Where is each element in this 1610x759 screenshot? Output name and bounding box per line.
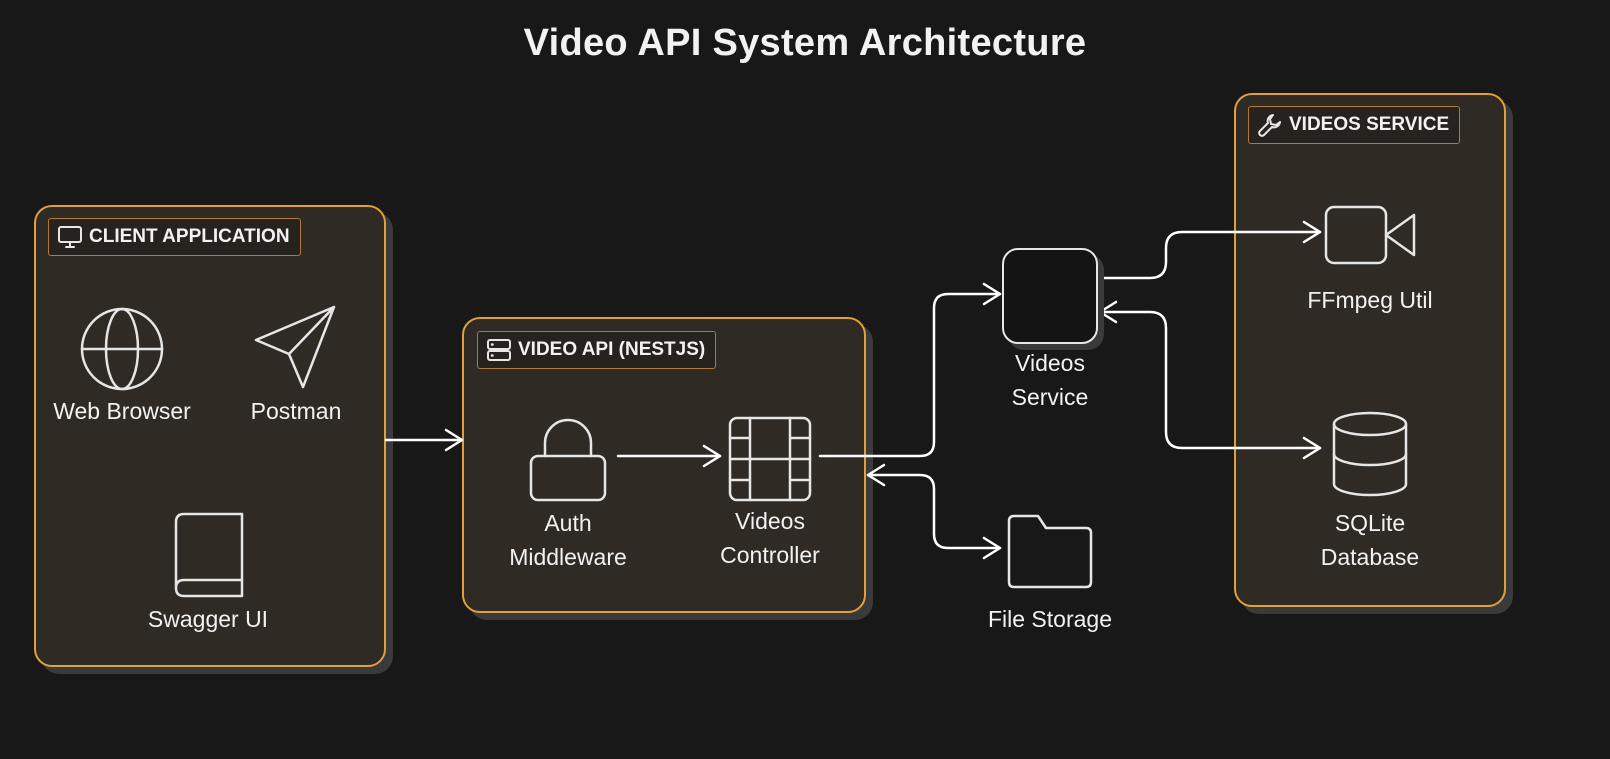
web-browser-node: Web Browser — [40, 304, 204, 428]
auth-middleware-label-1: Auth — [544, 510, 592, 536]
videos-service-label-text: VIDEOS SERVICE — [1289, 114, 1450, 135]
globe-icon — [80, 307, 164, 391]
videos-service-label-1: Videos — [1015, 350, 1085, 376]
swagger-ui-label: Swagger UI — [147, 606, 269, 632]
client-application-group-label: CLIENT APPLICATION — [48, 218, 301, 256]
postman-label: Postman — [250, 398, 342, 424]
auth-middleware-node: Auth Middleware — [498, 414, 638, 574]
web-browser-label: Web Browser — [53, 398, 191, 424]
postman-node: Postman — [226, 304, 366, 428]
diagram-title: Video API System Architecture — [523, 22, 1087, 64]
arrowhead — [866, 463, 886, 487]
swagger-ui-node: Swagger UI — [128, 510, 288, 636]
videos-service-box — [1002, 248, 1098, 344]
file-storage-label: File Storage — [987, 606, 1112, 632]
video-api-label-text: VIDEO API (NESTJS) — [518, 339, 706, 360]
monitor-icon — [58, 226, 82, 248]
ffmpeg-util-label: FFmpeg Util — [1307, 287, 1433, 313]
videos-controller-label-2: Controller — [720, 542, 820, 568]
videos-controller-node: Videos Controller — [700, 414, 840, 572]
videos-service-node: Videos Service — [980, 248, 1120, 414]
send-icon — [254, 305, 336, 389]
video-camera-icon — [1324, 205, 1416, 265]
film-icon — [728, 416, 812, 502]
sqlite-database-node: SQLite Database — [1290, 410, 1450, 574]
video-api-group-label: VIDEO API (NESTJS) — [477, 331, 717, 369]
client-application-label-text: CLIENT APPLICATION — [89, 226, 290, 247]
file-storage-node: File Storage — [975, 510, 1125, 636]
sqlite-database-label-2: Database — [1320, 544, 1420, 570]
arrowhead — [444, 428, 464, 452]
client-application-group — [34, 205, 386, 667]
server-icon — [487, 339, 511, 361]
lock-icon — [529, 418, 607, 502]
videos-controller-label-1: Videos — [735, 508, 805, 534]
sqlite-database-label-1: SQLite — [1334, 510, 1406, 536]
ffmpeg-util-node: FFmpeg Util — [1290, 203, 1450, 317]
videos-service-label-2: Service — [1011, 384, 1089, 410]
videos-service-group-label: VIDEOS SERVICE — [1248, 106, 1461, 144]
folder-icon — [1007, 514, 1093, 589]
book-icon — [174, 512, 244, 598]
wrench-icon — [1258, 114, 1281, 137]
auth-middleware-label-2: Middleware — [509, 544, 627, 570]
database-icon — [1332, 411, 1408, 497]
